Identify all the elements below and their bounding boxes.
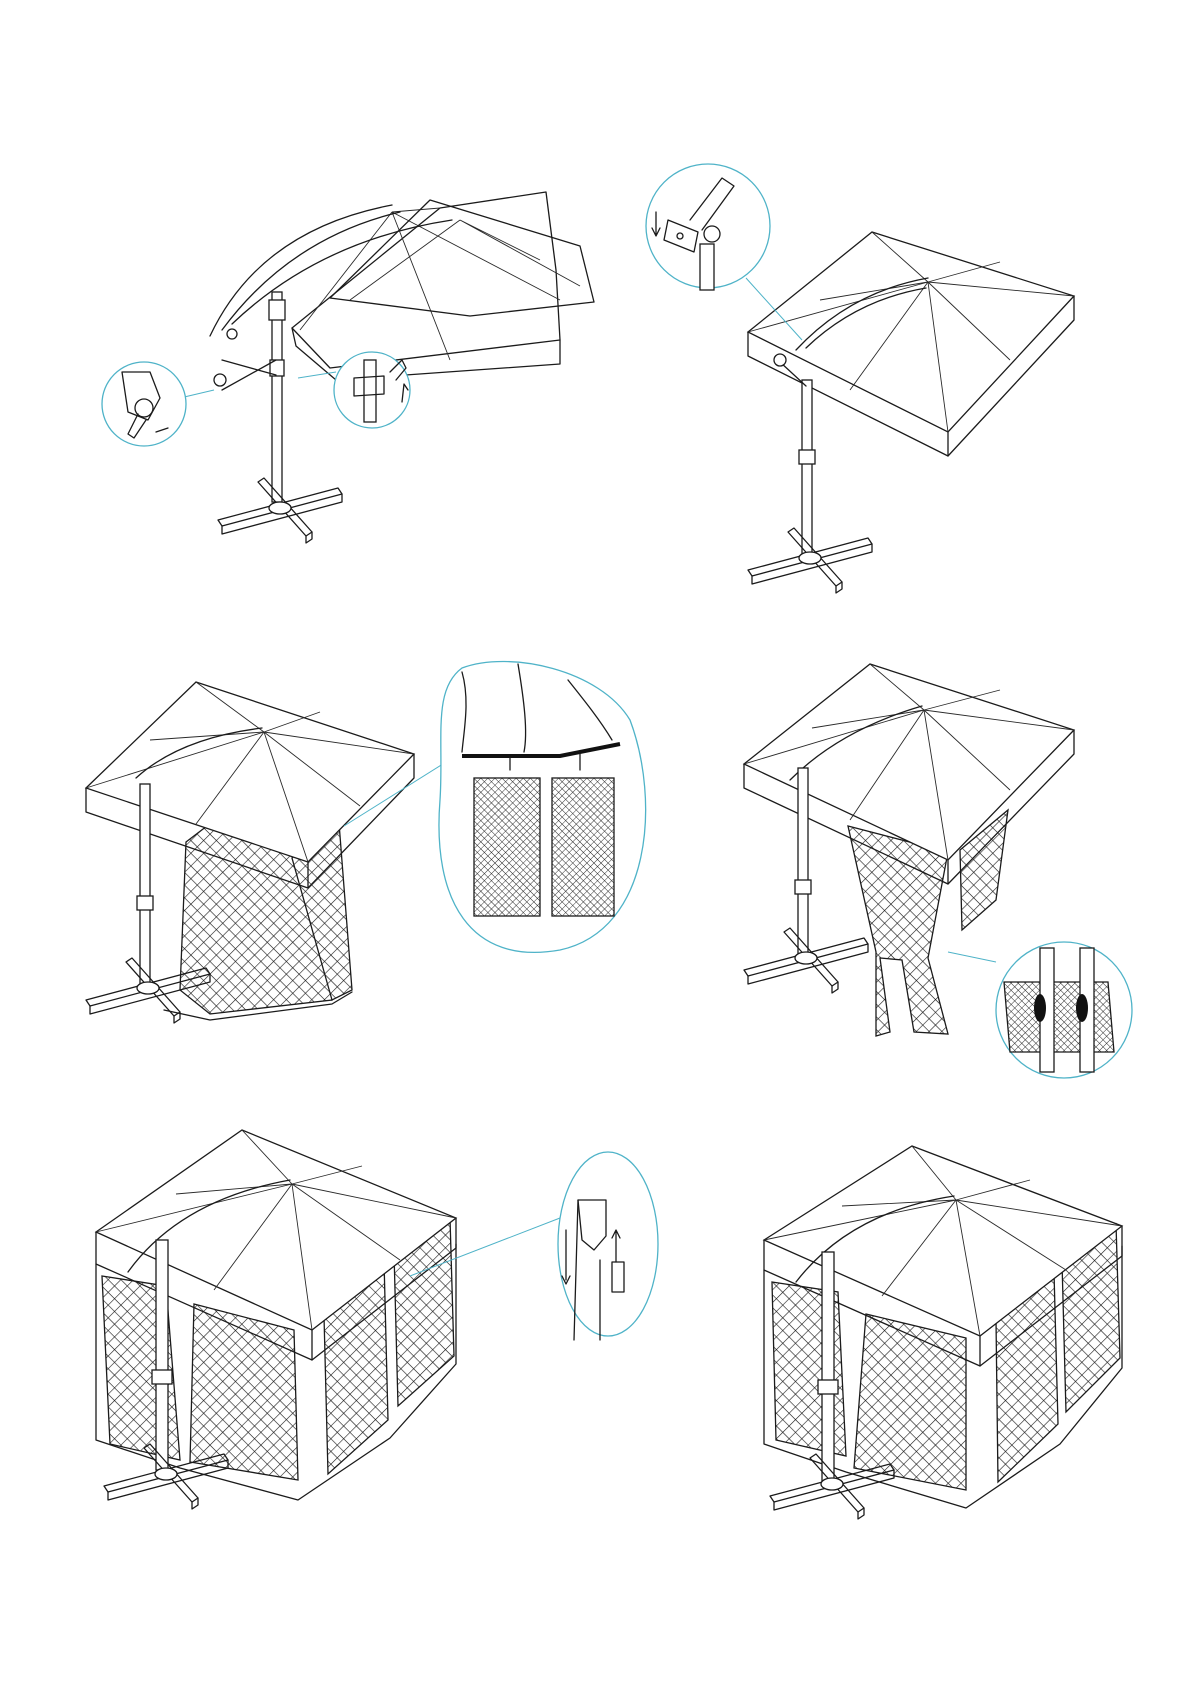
panel-hanging-net	[744, 664, 1132, 1078]
panel-crank-open	[102, 192, 594, 543]
panel-attach-net	[86, 661, 646, 1023]
panel-tilt-locked	[646, 164, 1074, 593]
panel-net-enclosed	[764, 1146, 1122, 1519]
panel-net-front	[96, 1130, 658, 1509]
